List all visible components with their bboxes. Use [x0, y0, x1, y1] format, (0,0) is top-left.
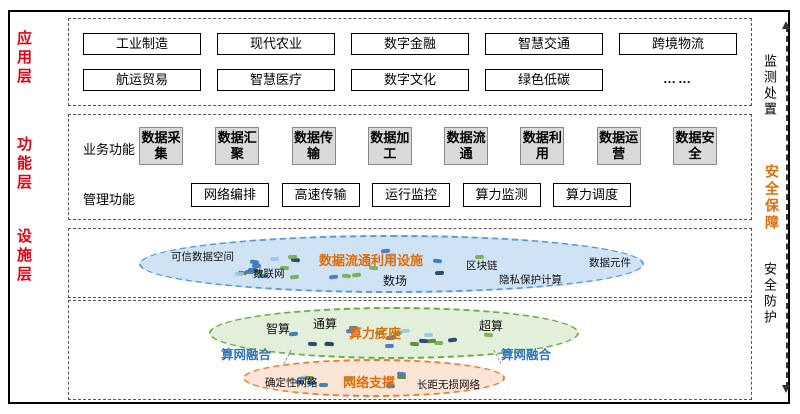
deterministic-network-label: 确定性网络 [265, 377, 318, 389]
mgmt-box-compute-scheduling: 算力调度 [553, 183, 631, 207]
biz-box-data-utilization: 数据利用 [520, 127, 565, 165]
node-mark [435, 270, 445, 275]
application-row-2: 航运贸易 智慧医疗 数字文化 绿色低碳 …… [83, 69, 737, 91]
data-field-label: 数场 [383, 274, 408, 288]
app-box-cross-border-logistics: 跨境物流 [619, 33, 737, 55]
mgmt-box-operation-monitoring: 运行监控 [372, 183, 450, 207]
node-mark [342, 273, 352, 278]
data-element-label: 数据元件 [589, 257, 631, 269]
intelligent-computing-label: 智算 [266, 322, 291, 336]
biz-box-data-transmission: 数据传输 [291, 127, 336, 165]
node-mark [400, 329, 410, 333]
monitoring-disposal-label: 监测处置 [762, 54, 777, 118]
node-mark [308, 341, 318, 346]
node-mark [418, 338, 428, 343]
biz-box-data-aggregation: 数据汇聚 [215, 127, 260, 165]
node-mark [269, 257, 279, 261]
compute-network-fusion-left: 算网融合 [221, 348, 272, 362]
trusted-data-space-label: 可信数据空间 [171, 251, 234, 263]
node-mark [328, 274, 339, 279]
blockchain-label: 区块链 [466, 260, 498, 272]
node-mark [410, 341, 420, 346]
app-box-shipping-trade: 航运贸易 [83, 69, 201, 91]
node-mark [385, 344, 395, 348]
app-box-industrial-manufacturing: 工业制造 [83, 33, 201, 55]
business-boxes-row: 数据采集 数据汇聚 数据传输 数据加工 数据流通 数据利用 数据运营 数据安全 [139, 127, 717, 165]
data-circulation-ellipse: 可信数据空间 数联网 数据流通利用设施 数场 区块链 隐私保护计算 数据元件 [139, 235, 644, 293]
app-box-digital-culture: 数字文化 [351, 69, 469, 91]
biz-box-data-operation: 数据运营 [596, 127, 641, 165]
data-circulation-title: 数据流通利用设施 [319, 253, 424, 268]
node-mark [427, 338, 437, 343]
security-span-arrow [782, 21, 790, 393]
application-row-1: 工业制造 现代农业 数字金融 智慧交通 跨境物流 [83, 33, 737, 55]
management-functions-label: 管理功能 [83, 192, 136, 207]
compute-network-fusion-right: 算网融合 [501, 348, 552, 362]
node-mark [319, 382, 329, 387]
app-box-green-low-carbon: 绿色低碳 [485, 69, 603, 91]
mgmt-box-high-speed-transmission: 高速传输 [281, 183, 360, 207]
app-box-modern-agriculture: 现代农业 [217, 33, 335, 55]
general-computing-label: 通算 [313, 317, 338, 331]
biz-box-data-circulation: 数据流通 [444, 127, 489, 165]
node-mark [447, 337, 458, 342]
node-mark [289, 274, 299, 280]
biz-box-data-processing: 数据加工 [367, 127, 412, 165]
layer-label-facility: 设施层 [15, 228, 32, 285]
layer-label-application: 应用层 [15, 30, 32, 87]
compute-base-title: 算力底座 [349, 326, 402, 341]
biz-box-data-security: 数据安全 [672, 127, 717, 165]
node-mark [352, 272, 362, 277]
mgmt-box-network-orchestration: 网络编排 [191, 183, 269, 207]
app-box-smart-healthcare: 智慧医疗 [217, 69, 335, 91]
security-assurance-label: 安全保障 [764, 164, 780, 232]
data-internet-label: 数联网 [253, 268, 285, 280]
privacy-computing-label: 隐私保护计算 [499, 274, 562, 286]
app-box-digital-finance: 数字金融 [351, 33, 469, 55]
node-mark [250, 259, 260, 264]
management-boxes-row: 网络编排 高速传输 运行监控 算力监测 算力调度 [191, 183, 631, 207]
layer-label-function: 功能层 [15, 136, 32, 193]
mgmt-box-compute-monitoring: 算力监测 [462, 183, 541, 207]
compute-network-section: 智算 通算 算力底座 超算 算网融合 算网融合 确定性网络 网络支撑 长距无损网… [68, 300, 752, 400]
security-protection-label: 安全防护 [762, 262, 777, 326]
long-distance-network-label: 长距无损网络 [417, 379, 480, 391]
network-support-title: 网络支撑 [343, 375, 396, 390]
outer-frame [8, 10, 790, 404]
node-mark [423, 333, 433, 337]
app-box-ellipsis: …… [663, 71, 693, 86]
biz-box-data-collection: 数据采集 [139, 127, 183, 165]
node-mark [235, 271, 245, 276]
data-facility-section: 可信数据空间 数联网 数据流通利用设施 数场 区块链 隐私保护计算 数据元件 [68, 228, 752, 298]
super-computing-label: 超算 [479, 319, 504, 333]
application-rows: 工业制造 现代农业 数字金融 智慧交通 跨境物流 航运贸易 智慧医疗 数字文化 … [69, 19, 751, 105]
node-mark [397, 375, 407, 379]
function-section: 业务功能 数据采集 数据汇聚 数据传输 数据加工 数据流通 数据利用 数据运营 … [68, 114, 752, 220]
business-functions-label: 业务功能 [83, 142, 136, 157]
application-section: 工业制造 现代农业 数字金融 智慧交通 跨境物流 航运贸易 智慧医疗 数字文化 … [68, 18, 752, 106]
app-box-smart-transport: 智慧交通 [485, 33, 603, 55]
network-support-ellipse: 确定性网络 网络支撑 长距无损网络 [243, 359, 505, 397]
node-mark [432, 258, 442, 264]
compute-base-ellipse: 智算 通算 算力底座 超算 [209, 307, 579, 359]
